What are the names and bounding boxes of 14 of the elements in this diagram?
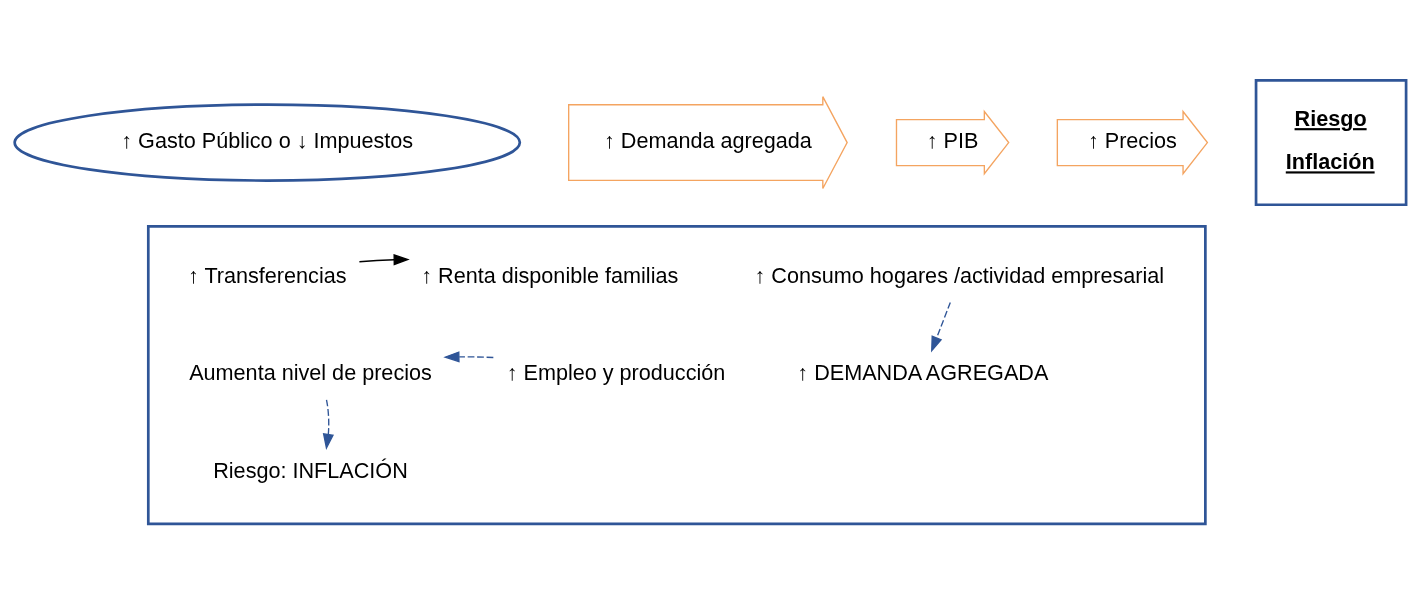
node-text: ↑ Consumo hogares /actividad empresarial	[754, 262, 1165, 288]
arrow	[322, 398, 335, 450]
node-ellipse: ↑ Gasto Público o ↓ Impuestos	[13, 102, 522, 182]
node-text: ↑ Transferencias	[187, 262, 347, 288]
node-text: Riesgo: INFLACIÓN	[213, 457, 408, 483]
arrow	[931, 301, 951, 353]
node-text: ↑ Renta disponible familias	[421, 262, 679, 288]
arrow	[358, 253, 410, 265]
cluster	[146, 224, 1207, 525]
node-text: ↑ DEMANDA AGREGADA	[797, 359, 1049, 385]
node-text: Aumenta nivel de precios	[189, 359, 432, 385]
node-box: Riesgo Inflación	[1254, 78, 1408, 206]
arrow	[443, 350, 494, 362]
node-text: ↑ Empleo y producción	[506, 359, 726, 385]
